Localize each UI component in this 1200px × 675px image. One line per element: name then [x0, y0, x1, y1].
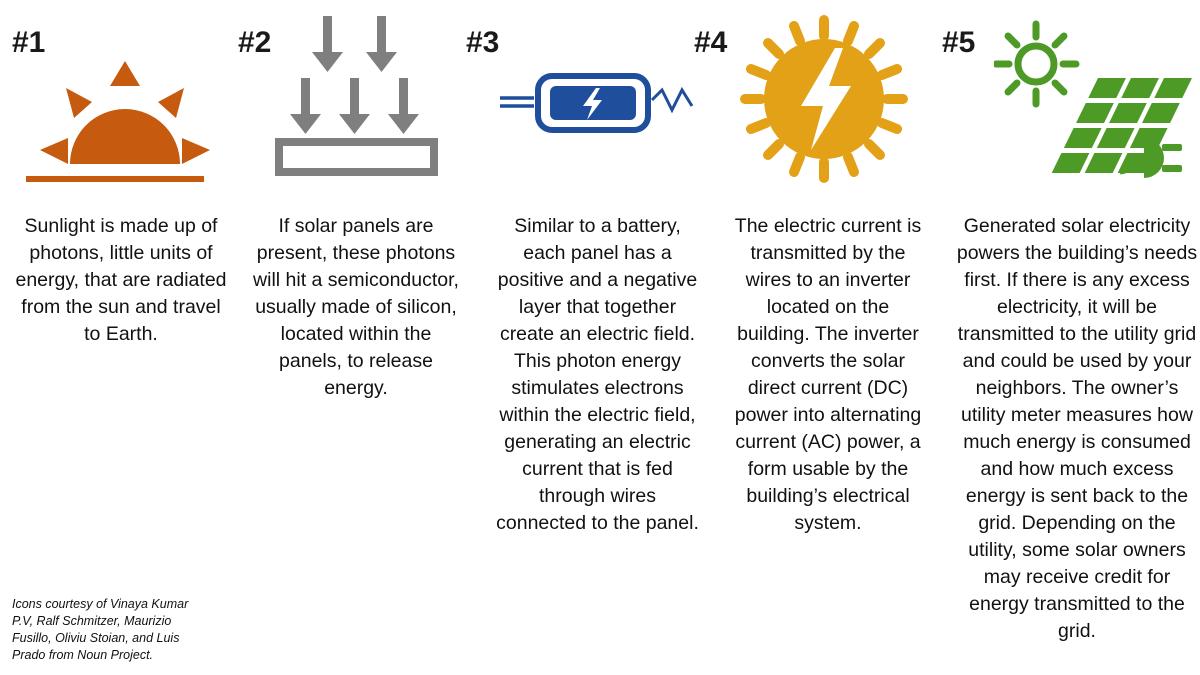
step-5-number: #5	[942, 26, 976, 59]
step-1-number: #1	[12, 26, 46, 59]
step-2: #2 If solar panels are present, these ph…	[238, 0, 459, 675]
step-3: #3 Similar to a battery, each panel has …	[466, 0, 699, 675]
step-3-number: #3	[466, 26, 500, 59]
step-5-description: Generated solar electricity powers the b…	[956, 215, 1198, 642]
step-5: #5	[942, 0, 1198, 675]
step-1: #1 Sunlight is made up of photons, littl…	[12, 0, 230, 675]
step-2-description: If solar panels are present, these photo…	[253, 215, 459, 399]
step-4-number: #4	[694, 26, 728, 59]
step-3-description: Similar to a battery, each panel has a p…	[496, 215, 699, 534]
solar-panel-plug-icon	[994, 20, 1192, 178]
sun-lightning-icon	[740, 15, 908, 183]
battery-current-icon	[500, 73, 694, 133]
step-4: #4 The electric current is transmitted b…	[694, 0, 930, 675]
sunrise-icon	[26, 61, 210, 182]
step-2-number: #2	[238, 26, 272, 59]
icon-credit: Icons courtesy of Vinaya Kumar P.V, Ralf…	[12, 597, 189, 662]
step-4-description: The electric current is transmitted by t…	[734, 215, 922, 534]
step-1-description: Sunlight is made up of photons, little u…	[15, 215, 227, 345]
photons-hitting-panel-icon	[275, 16, 438, 176]
